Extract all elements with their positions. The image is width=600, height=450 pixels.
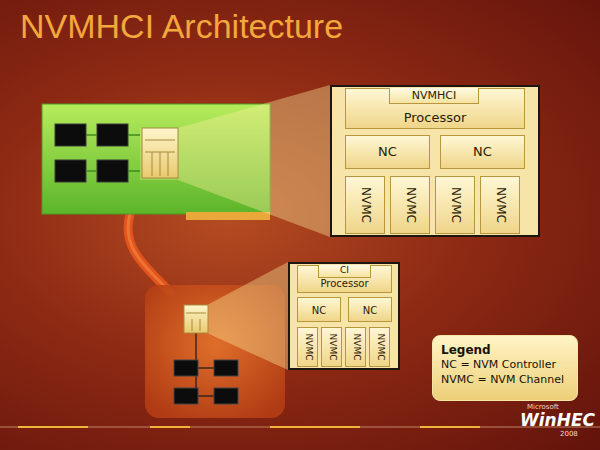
legend-heading: Legend [441, 342, 569, 358]
footer-dashes [18, 426, 480, 428]
slide-title: NVMHCI Architecture [20, 8, 343, 45]
block-box: NVMC [297, 327, 318, 367]
illustration-part [150, 426, 190, 428]
illustration-part [186, 313, 206, 314]
chip-traces [86, 135, 140, 171]
illustration-part [55, 124, 86, 146]
illustration-part [270, 426, 360, 428]
drive-flash-chips [174, 360, 238, 404]
illustration-part [97, 160, 128, 182]
block-box: NVMC [390, 176, 430, 234]
block-label: NVMC [493, 187, 506, 223]
block-label: NVMC [351, 334, 361, 361]
logo-event: WinHEC [520, 411, 595, 430]
illustration-part [214, 360, 238, 376]
block-label: NVMHCI [412, 89, 456, 101]
illustration-part [86, 170, 97, 172]
block-box: NVMC [345, 327, 366, 367]
block-box: NVMC [321, 327, 342, 367]
block-label: NVMC [448, 187, 461, 223]
controller-chip [142, 128, 178, 178]
block-label: NC [473, 145, 492, 159]
card-edge-connector [186, 212, 270, 220]
block-box: Processor NVMHCI [345, 88, 525, 129]
illustration-part [128, 134, 140, 136]
illustration-part [184, 305, 208, 333]
block-box: NVMC [345, 176, 385, 234]
component-box: Processor NVMHCI NC NC NVMC NVMC NVMC NVMC [330, 85, 540, 237]
block-label: Processor [404, 111, 467, 125]
illustration-part [55, 160, 86, 182]
zoom-cone [207, 262, 288, 370]
block-label: Processor [320, 278, 368, 289]
cable-highlight [128, 214, 170, 292]
block-box: Processor CI [297, 265, 392, 293]
block-box: NC [440, 135, 525, 169]
illustration-part [174, 388, 198, 404]
illustration-part [174, 360, 198, 376]
illustration-part [160, 152, 161, 176]
illustration-part [97, 124, 128, 146]
drive-controller-chip [184, 305, 208, 333]
illustration-part [214, 388, 238, 404]
flash-chips [55, 124, 128, 182]
legend-entry: NC = NVM Controller [441, 358, 569, 373]
block-label: CI [340, 266, 349, 276]
block-label: NVMC [358, 187, 371, 223]
block-label: NC [378, 145, 397, 159]
legend-entry: NVMC = NVM Channel [441, 373, 569, 388]
interface-tab: CI [318, 265, 371, 278]
block-label: NVMC [327, 334, 337, 361]
block-label: NC [363, 304, 377, 315]
logo-year: 2008 [560, 431, 578, 439]
illustration-part [128, 170, 140, 172]
illustration-part [192, 319, 193, 331]
illustration-part [200, 319, 201, 331]
block-box: NC [348, 297, 392, 322]
component-box: Processor CI NC NC NVMC NVMC NVMC NVMC [288, 262, 400, 370]
zoom-cone [178, 85, 330, 237]
block-box: NVMC [369, 327, 390, 367]
block-box: NC [297, 297, 341, 322]
illustration-part [86, 134, 97, 136]
block-box: NVMC [435, 176, 475, 234]
interface-tab: NVMHCI [389, 88, 479, 104]
block-label: NVMC [303, 334, 313, 361]
illustration-part [420, 426, 480, 428]
block-box: NC [345, 135, 430, 169]
illustration-part [145, 140, 175, 141]
footer-rule [0, 427, 600, 428]
illustration-part [142, 128, 178, 178]
block-label: NVMC [403, 187, 416, 223]
block-box: NVMC [480, 176, 520, 234]
zoom-source [140, 128, 178, 180]
illustration-part [152, 152, 153, 176]
cable [128, 214, 170, 292]
legend-box: LegendNC = NVM ControllerNVMC = NVM Chan… [432, 335, 578, 401]
illustration-part [168, 152, 169, 176]
block-label: NVMC [375, 334, 385, 361]
illustration-part [18, 426, 88, 428]
block-label: NC [312, 304, 326, 315]
